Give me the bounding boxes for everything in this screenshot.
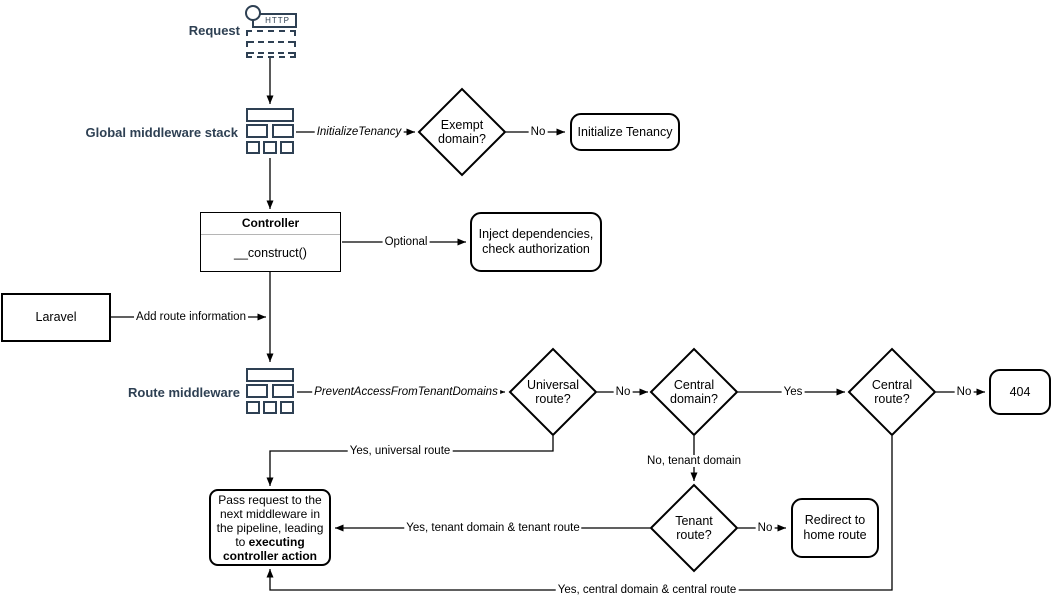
- route-middleware-label: Route middleware: [128, 385, 240, 400]
- edge-label-central-domain-yes: Yes: [781, 386, 805, 398]
- controller-node: Controller __construct(): [200, 212, 341, 272]
- edge-label-central-route-no: No: [954, 386, 974, 398]
- edge-label-exempt-no: No: [528, 126, 548, 138]
- request-label: Request: [188, 23, 240, 38]
- edge-label-prevent-access: PreventAccessFromTenantDomains: [312, 386, 500, 398]
- pass-request-text: Pass request to the next middleware in t…: [216, 492, 324, 563]
- route-middleware-stack-icon: [246, 368, 294, 414]
- edge-label-initialize-tenancy: InitializeTenancy: [314, 126, 404, 138]
- decision-central-route: [847, 347, 937, 437]
- decision-universal-route: [508, 347, 598, 437]
- http-payload-icon: [246, 30, 296, 58]
- http-circle-icon: [245, 5, 261, 21]
- edge-label-optional: Optional: [382, 236, 430, 248]
- decision-exempt-domain: [417, 87, 507, 177]
- global-middleware-stack-label: Global middleware stack: [85, 125, 238, 140]
- not-found-node: 404: [989, 369, 1051, 415]
- edge-label-tenant-route-no: No: [755, 522, 775, 534]
- laravel-node: Laravel: [1, 293, 111, 342]
- connector-universal-to-pass: [266, 436, 554, 486]
- decision-tenant-route: [649, 483, 739, 573]
- central-route-label: Central route?: [871, 377, 913, 406]
- global-middleware-stack-icon: [246, 108, 294, 154]
- tenant-route-label: Tenant route?: [675, 513, 713, 542]
- edge-label-tenant-domain-no: No, tenant domain: [645, 455, 743, 467]
- decision-central-domain: [649, 347, 739, 437]
- controller-title: Controller: [201, 213, 340, 235]
- controller-method: __construct(): [234, 246, 307, 260]
- universal-route-label: Universal route?: [526, 377, 580, 406]
- central-domain-label: Central domain?: [670, 377, 718, 406]
- edge-label-universal-yes: Yes, universal route: [347, 445, 453, 457]
- edge-label-tenant-yes: Yes, tenant domain & tenant route: [404, 522, 582, 534]
- http-request-icon: HTTP: [245, 5, 299, 59]
- inject-dependencies-node: Inject dependencies, check authorization: [470, 212, 602, 272]
- edge-label-add-route-information: Add route information: [134, 311, 248, 323]
- pass-request-node: Pass request to the next middleware in t…: [209, 489, 331, 566]
- redirect-home-node: Redirect to home route: [791, 498, 879, 558]
- exempt-domain-label: Exempt domain?: [438, 117, 486, 146]
- http-protocol-label: HTTP: [252, 13, 297, 28]
- initialize-tenancy-node: Initialize Tenancy: [570, 113, 680, 151]
- edge-label-universal-no: No: [613, 386, 633, 398]
- edge-label-central-yes: Yes, central domain & central route: [555, 584, 739, 596]
